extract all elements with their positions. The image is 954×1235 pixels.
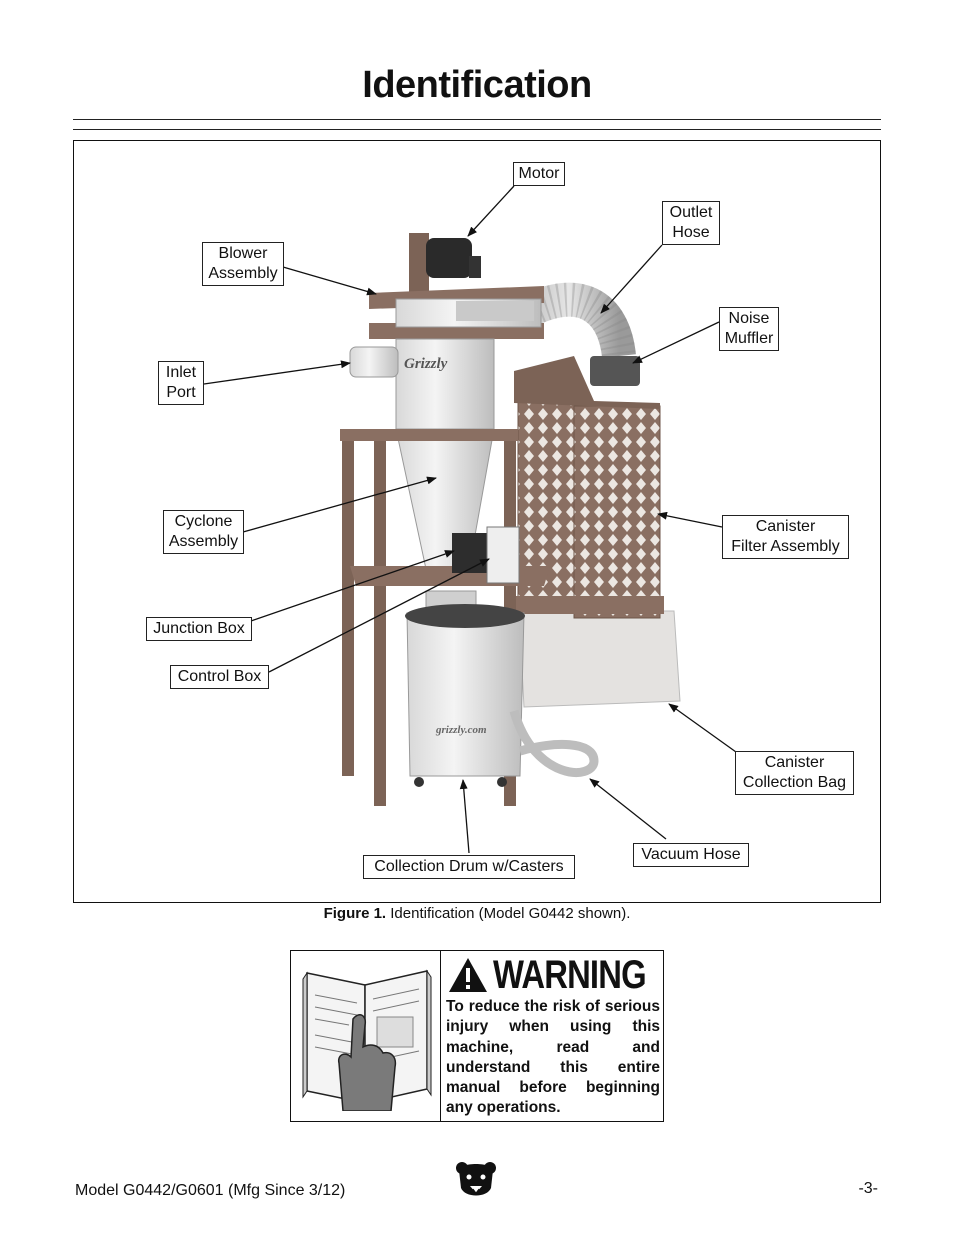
drum-brand-text: grizzly.com — [435, 724, 487, 736]
manual-reading-icon — [302, 969, 432, 1111]
figure-caption-number: Figure 1. — [323, 905, 387, 922]
warning-triangle-icon — [449, 958, 487, 992]
grizzly-bear-logo — [456, 1162, 496, 1196]
page-title: Identification — [362, 64, 592, 106]
label-junction-box: Junction Box — [146, 617, 252, 641]
title-rule-bottom — [73, 129, 881, 130]
warning-divider — [440, 951, 441, 1121]
label-collection-drum: Collection Drum w/Casters — [363, 855, 575, 879]
cyclone-brand-text: Grizzly — [404, 356, 448, 372]
figure-caption: Figure 1. Identification (Model G0442 sh… — [0, 905, 954, 922]
dust-collector-illustration: Grizzly grizzly.com — [203, 185, 737, 854]
warning-text: To reduce the risk of serious injury whe… — [446, 998, 660, 1117]
label-control-box: Control Box — [170, 665, 269, 689]
label-motor: Motor — [513, 162, 565, 186]
title-rule-top — [73, 119, 881, 120]
footer-model: Model G0442/G0601 (Mfg Since 3/12) — [75, 1182, 346, 1199]
warning-heading: WARNING — [447, 952, 679, 997]
identification-figure: Grizzly grizzly.com — [73, 140, 881, 903]
warning-title: WARNING — [493, 952, 647, 997]
label-vacuum-hose: Vacuum Hose — [633, 843, 749, 867]
figure-caption-text: Identification (Model G0442 shown). — [386, 905, 631, 922]
footer-page-number: -3- — [858, 1180, 878, 1197]
warning-box: WARNING To reduce the risk of serious in… — [290, 950, 664, 1122]
